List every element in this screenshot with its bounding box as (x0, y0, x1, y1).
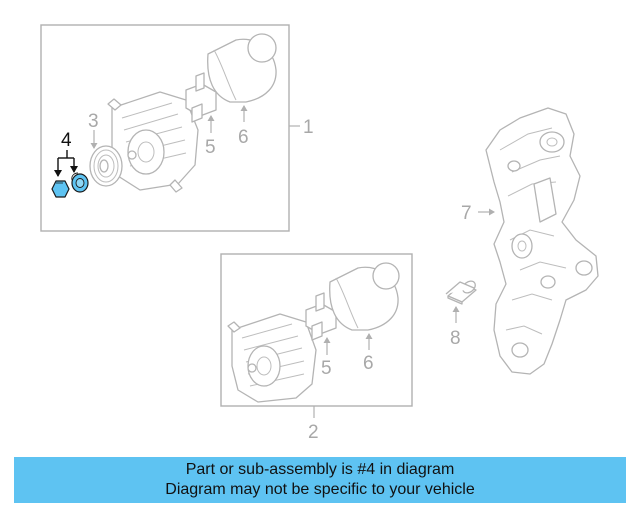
mounting-bracket (485, 107, 599, 375)
rear-cover-top (207, 33, 277, 103)
rear-cover-bottom (329, 262, 400, 331)
callout-8: 8 (450, 328, 461, 349)
callout-7: 7 (461, 203, 472, 224)
callout-6-top: 6 (238, 127, 249, 148)
callout-4: 4 (61, 130, 72, 151)
alternator-top (107, 91, 199, 193)
assembly-box-top: 1 (40, 24, 314, 232)
banner-line-part: Part or sub-assembly is #4 in diagram (185, 461, 455, 478)
callout-5-bottom: 5 (321, 358, 332, 379)
part-info-banner: Part or sub-assembly is #4 in diagram Di… (14, 457, 626, 503)
regulator-bottom (305, 292, 337, 341)
nut-hex-highlighted[interactable] (51, 180, 70, 198)
callout-2: 2 (308, 422, 319, 443)
alternator-bottom (227, 313, 317, 403)
highlighted-part-4[interactable] (51, 172, 89, 198)
bottom-assembly-frame (220, 253, 413, 407)
regulator-top (185, 72, 217, 123)
parts-diagram: 1 3 5 6 (40, 24, 599, 443)
callout-3: 3 (88, 111, 99, 132)
callout-6-bottom: 6 (363, 353, 374, 374)
callout-1: 1 (303, 117, 314, 138)
callout-5-top: 5 (205, 137, 216, 158)
banner-line-disclaimer: Diagram may not be specific to your vehi… (165, 481, 475, 498)
assembly-box-bottom: 2 (220, 253, 413, 443)
pulley-top (89, 145, 123, 187)
sleeve-bushing (445, 280, 477, 305)
callout-4-bracket (54, 150, 78, 177)
top-assembly-frame (40, 24, 290, 232)
